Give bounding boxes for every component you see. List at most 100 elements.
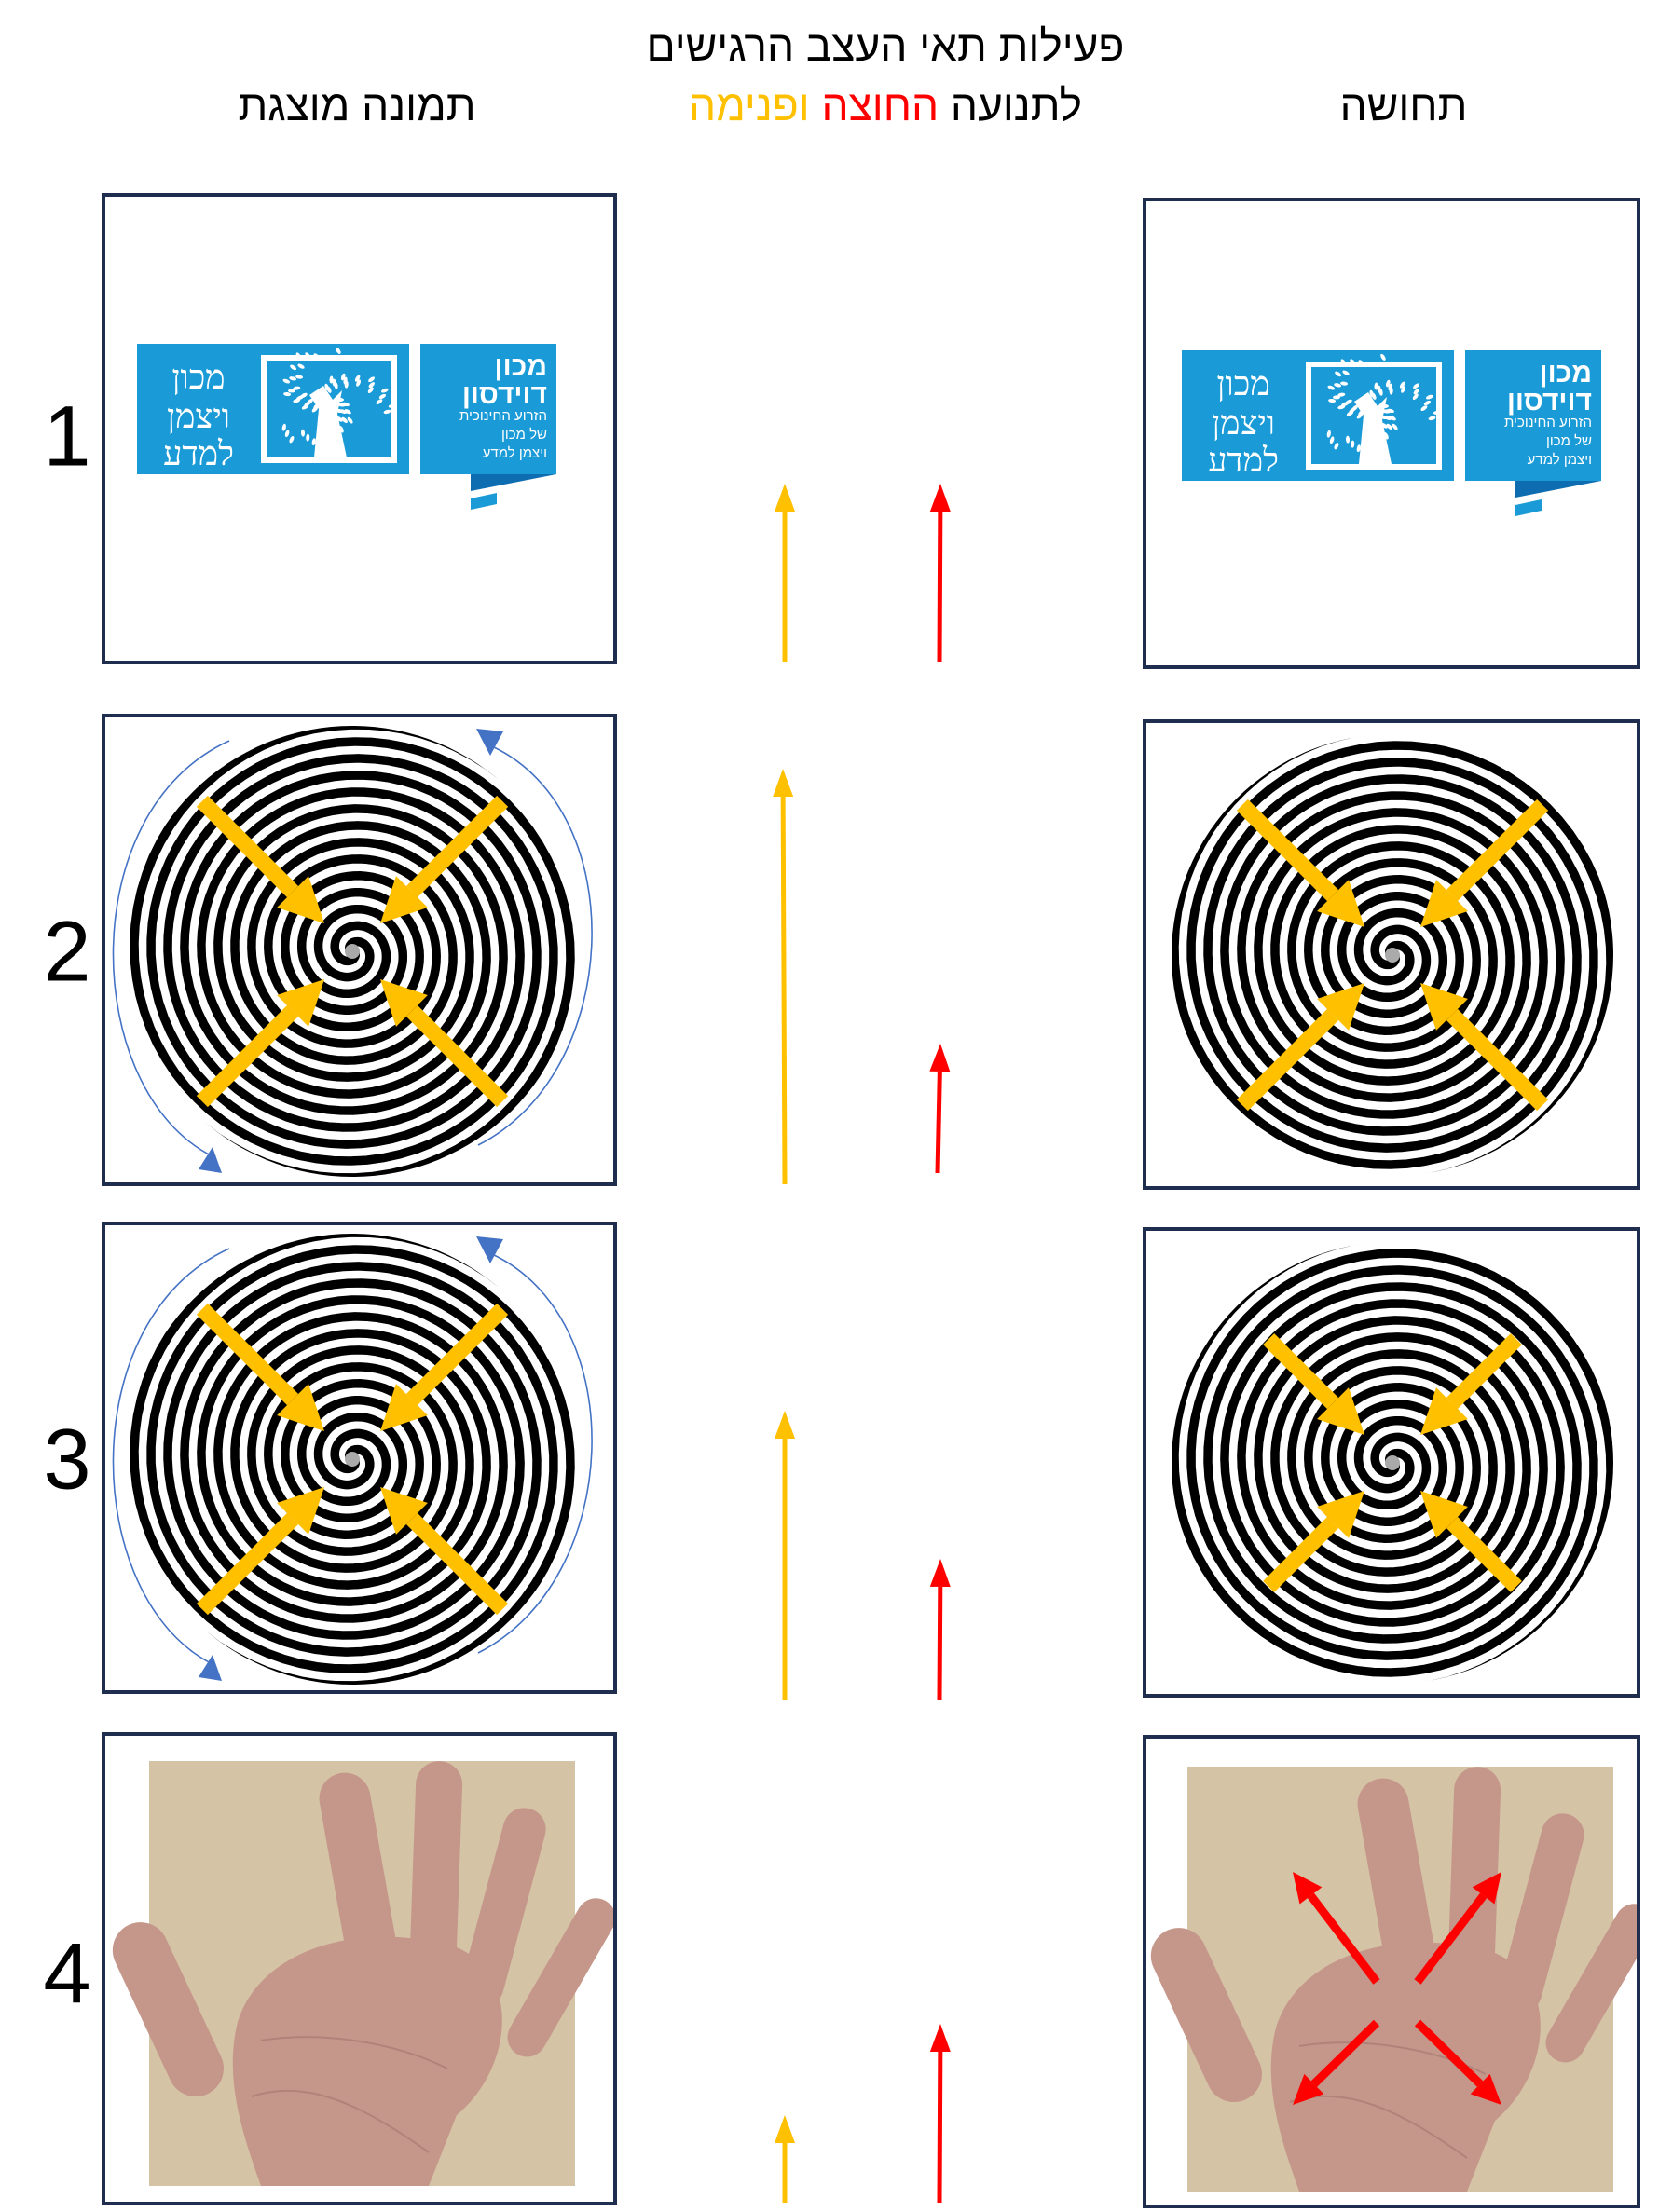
davidson-logo-text: הזרוע החינוכית (1504, 415, 1592, 430)
inward-arrow-shaft (1446, 799, 1549, 902)
spiral-arm (127, 726, 578, 1177)
outward-activity-arrow-3-shaft (937, 1586, 943, 1700)
spiral-arm (1172, 1242, 1613, 1684)
leaf (1425, 394, 1433, 400)
spiral-arm (1172, 1242, 1613, 1684)
rotation-arrowhead-right (476, 729, 503, 756)
row-number-3: 3 (43, 1412, 91, 1508)
leaf (1389, 416, 1396, 421)
leaf (1428, 416, 1436, 421)
leaf (1433, 410, 1441, 415)
davidson-flag (420, 344, 556, 474)
weizmann-logo-text: ויצמן (1212, 404, 1275, 442)
leaf (378, 393, 387, 400)
leaf (300, 429, 306, 437)
rotation-arrowhead-right (476, 1236, 503, 1263)
weizmann-logo-text: למדע (1208, 442, 1279, 479)
finger (507, 1898, 613, 2057)
outward-activity-arrow-2-shaft (935, 1071, 942, 1174)
outward-arrow-shaft (1414, 2019, 1484, 2087)
outward-activity-arrow-4-shaft (937, 2051, 943, 2204)
leaf (1327, 385, 1336, 390)
thumb (112, 1922, 224, 2096)
sensation-4-hand (1143, 1735, 1640, 2208)
tree-trunk (1354, 392, 1392, 464)
outward-arrow-shaft (1310, 2019, 1380, 2087)
leaf (1345, 399, 1352, 404)
leaf (1334, 383, 1342, 388)
spiral-arms (1172, 734, 1613, 1176)
flag-fold (1515, 481, 1601, 498)
column-header-shown-image: תמונה מוצגת (238, 81, 476, 130)
davidson-logo-text: של מכון (1546, 433, 1592, 449)
inward-arrow-shaft (196, 1512, 299, 1616)
finger (460, 1808, 546, 2008)
inward-arrow-head (380, 876, 428, 923)
shown-image-3-rotating-spiral (102, 1222, 617, 1694)
weizmann-logo-text: ויצמן (167, 398, 230, 435)
leaf (347, 416, 353, 424)
leaf (1326, 430, 1331, 438)
spiral-center (1385, 948, 1400, 963)
leaf (376, 399, 383, 405)
rotation-arrowhead-left (199, 1147, 222, 1173)
inward-arrow-shaft (1446, 1516, 1522, 1592)
leaf (283, 391, 292, 397)
inward-arrow-shaft (1446, 1333, 1522, 1410)
leaf (1401, 386, 1406, 393)
sensation-3-spiral (1143, 1227, 1640, 1698)
leaf (368, 376, 376, 383)
leaf (341, 416, 348, 423)
leaf (289, 376, 297, 381)
davidson-logo-text: של מכון (501, 427, 547, 443)
leaf (1340, 359, 1347, 366)
davidson-logo-text: דוידסון (1507, 386, 1592, 416)
outward-activity-arrow-3-head (929, 1559, 951, 1588)
leaf (1350, 359, 1356, 365)
inward-arrow-head (380, 979, 428, 1027)
rotation-arc-left (112, 740, 230, 1157)
leaf (383, 409, 391, 415)
leaf (1334, 442, 1339, 450)
inward-arrow-head (1420, 983, 1468, 1031)
inward-arrow-shaft (1263, 1333, 1339, 1410)
inward-activity-arrow-1-head (775, 484, 795, 512)
leaf (1386, 423, 1392, 430)
leaf (1351, 440, 1355, 448)
title-outward: החוצה (821, 81, 939, 130)
sensation-2-spiral (1143, 719, 1640, 1190)
davidson-logo-text: ויצמן למדע (1528, 452, 1592, 468)
outward-arrow-head (1470, 2073, 1501, 2105)
spiral (112, 1234, 593, 1685)
row-number-1: 1 (43, 389, 91, 485)
inward-arrow-head (380, 1384, 428, 1431)
leaf (295, 352, 302, 360)
leaf (300, 392, 308, 398)
rotation-arc-left (112, 1248, 230, 1665)
leaf (1413, 383, 1420, 389)
inward-arrow-shaft (196, 1303, 299, 1406)
hand-photo (112, 1761, 613, 2186)
shown-image-4-hand (102, 1732, 617, 2205)
inward-arrow-head (380, 1487, 428, 1535)
spiral-arm (127, 1234, 578, 1685)
flag-fold (471, 474, 556, 491)
leaf (1374, 382, 1378, 390)
leaf (1389, 387, 1393, 395)
leaf (1342, 370, 1350, 375)
column-header-sensation: תחושה (1339, 81, 1468, 130)
leaf (1380, 353, 1386, 361)
leaf (368, 382, 375, 389)
leaf (1328, 398, 1337, 403)
leaf (344, 409, 351, 415)
row-number-2: 2 (43, 904, 91, 1000)
spiral-arm (1172, 734, 1613, 1176)
palm-lines (251, 2036, 448, 2153)
flag-tail (1515, 499, 1542, 516)
leaf (1399, 381, 1405, 389)
inward-activity-arrow-4-head (775, 2115, 795, 2143)
spiral-arm (127, 1234, 578, 1685)
spiral-arms (1172, 1242, 1613, 1684)
